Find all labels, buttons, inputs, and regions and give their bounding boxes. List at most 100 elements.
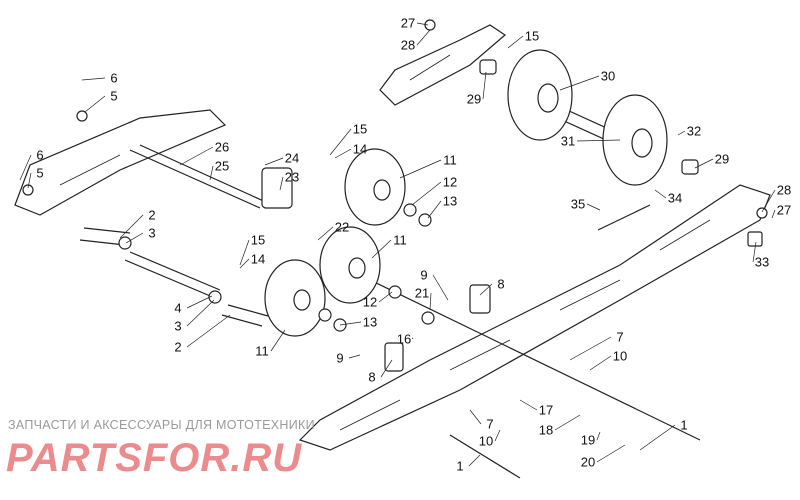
callout-27: 27	[776, 202, 792, 218]
callout-29: 29	[466, 91, 482, 107]
leader-line	[339, 321, 362, 326]
callout-26: 26	[214, 139, 230, 155]
leader-line	[589, 355, 612, 371]
callout-14: 14	[250, 251, 266, 267]
leader-line	[576, 139, 621, 142]
bolt-35	[597, 204, 651, 231]
drive-wheel	[507, 49, 668, 186]
shaft-4	[124, 251, 221, 299]
rail-holes	[59, 54, 711, 431]
leader-line	[482, 71, 487, 100]
callout-24: 24	[284, 150, 300, 166]
leader-line	[378, 291, 393, 303]
leader-line	[507, 35, 524, 49]
callout-35: 35	[570, 196, 586, 212]
callout-3: 3	[148, 225, 156, 241]
leader-line	[19, 154, 32, 181]
watermark-brand: PARTSFOR.RU	[6, 436, 303, 480]
leader-line	[264, 157, 284, 166]
leader-lines	[19, 22, 776, 467]
callout-15: 15	[250, 232, 266, 248]
callout-14: 14	[352, 141, 368, 157]
leader-line	[468, 454, 481, 467]
callout-13: 13	[362, 314, 378, 330]
leader-line	[371, 239, 392, 259]
callout-12: 12	[362, 294, 378, 310]
watermark-caption: ЗАПЧАСТИ И АКСЕССУАРЫ ДЛЯ МОТОТЕХНИКИ	[8, 418, 315, 432]
leader-line	[771, 209, 776, 219]
callout-9: 9	[420, 267, 428, 283]
leader-line	[186, 314, 231, 348]
callout-17: 17	[538, 402, 554, 418]
callout-33: 33	[754, 254, 770, 270]
leader-line	[494, 429, 501, 442]
callout-2: 2	[148, 207, 156, 223]
callout-32: 32	[686, 123, 702, 139]
callout-16: 16	[396, 331, 412, 347]
leader-line	[81, 77, 106, 81]
top-rail	[379, 24, 506, 106]
callout-11: 11	[393, 232, 407, 248]
leader-line	[559, 75, 600, 91]
spacer-2b	[221, 304, 269, 327]
callout-34: 34	[667, 190, 683, 206]
callout-23: 23	[284, 169, 300, 185]
leader-line	[479, 283, 493, 296]
leader-line	[429, 292, 432, 311]
callout-10: 10	[612, 348, 628, 364]
leader-line	[694, 158, 714, 169]
leader-line	[427, 200, 442, 219]
callout-22: 22	[334, 219, 350, 235]
leader-line	[554, 414, 581, 431]
callout-13: 13	[442, 193, 458, 209]
leader-line	[380, 359, 393, 378]
leader-line	[752, 241, 757, 263]
leader-line	[469, 409, 482, 425]
right-rail	[298, 184, 771, 451]
leader-line	[677, 130, 686, 136]
callout-19: 19	[580, 432, 596, 448]
callout-1: 1	[456, 458, 464, 474]
leader-line	[416, 29, 431, 46]
leader-line	[84, 95, 106, 113]
leader-line	[432, 274, 449, 301]
callout-1: 1	[680, 417, 688, 433]
callout-15: 15	[352, 121, 368, 137]
spacer-2	[79, 227, 131, 246]
leader-line	[279, 176, 284, 191]
callout-7: 7	[486, 416, 494, 432]
leader-line	[239, 258, 250, 269]
leader-line	[654, 189, 667, 199]
callout-8: 8	[368, 369, 376, 385]
callout-7: 7	[616, 329, 624, 345]
leader-line	[639, 424, 676, 451]
idler-wheel	[264, 148, 406, 337]
leader-line	[329, 128, 352, 156]
callout-20: 20	[580, 454, 596, 470]
callout-15: 15	[524, 28, 540, 44]
callout-31: 31	[560, 133, 576, 149]
callout-28: 28	[400, 37, 416, 53]
leader-line	[179, 146, 214, 166]
callout-9: 9	[336, 350, 344, 366]
callout-6: 6	[110, 70, 118, 86]
callout-2: 2	[174, 339, 182, 355]
callout-29: 29	[714, 151, 730, 167]
leader-line	[270, 329, 286, 352]
callout-21: 21	[414, 285, 430, 301]
leader-line	[334, 148, 352, 159]
bolt-1	[369, 279, 701, 479]
callout-28: 28	[776, 182, 792, 198]
leader-line	[348, 354, 361, 359]
leader-line	[411, 337, 414, 340]
leader-line	[761, 189, 776, 213]
shaft-26	[129, 144, 269, 209]
leader-line	[596, 431, 601, 441]
callout-5: 5	[110, 88, 118, 104]
callout-3: 3	[174, 318, 182, 334]
callout-25: 25	[214, 158, 230, 174]
small-parts	[22, 19, 768, 372]
callout-18: 18	[538, 422, 554, 438]
